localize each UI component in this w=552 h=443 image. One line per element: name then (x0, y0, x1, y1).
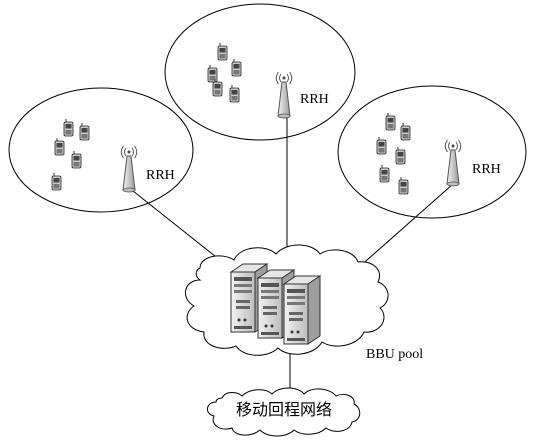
rrh-antenna-icon (120, 145, 138, 193)
mobile-phone-icon (231, 58, 242, 77)
cell-oval-top (164, 3, 356, 141)
cell-oval-right (337, 85, 527, 219)
mobile-phone-icon (71, 150, 82, 169)
mobile-phone-icon (63, 118, 74, 137)
mobile-phone-icon (217, 42, 228, 61)
mobile-phone-icon (395, 146, 406, 165)
mobile-phone-icon (229, 84, 240, 103)
rrh-label-right: RRH (472, 162, 501, 177)
rrh-label-top: RRH (300, 92, 329, 107)
mobile-phone-icon (400, 122, 411, 141)
mobile-phone-icon (376, 136, 387, 155)
mobile-phone-icon (207, 64, 218, 83)
link-right-rrh-to-bbu (357, 183, 454, 269)
mobile-phone-icon (398, 176, 409, 195)
rrh-label-left: RRH (146, 168, 175, 183)
backhaul-network-label: 移动回程网络 (236, 400, 333, 419)
bbu-pool-label: BBU pool (366, 347, 424, 362)
rrh-antenna-icon (444, 139, 462, 187)
mobile-phone-icon (385, 112, 396, 131)
rrh-antenna-icon (275, 71, 293, 119)
mobile-phone-icon (79, 122, 90, 141)
cell-oval-left (8, 87, 194, 213)
mobile-phone-icon (379, 164, 390, 183)
server-icon (283, 275, 321, 345)
mobile-phone-icon (51, 172, 62, 191)
backhaul-cloud-icon (207, 387, 361, 437)
mobile-phone-icon (54, 137, 65, 156)
